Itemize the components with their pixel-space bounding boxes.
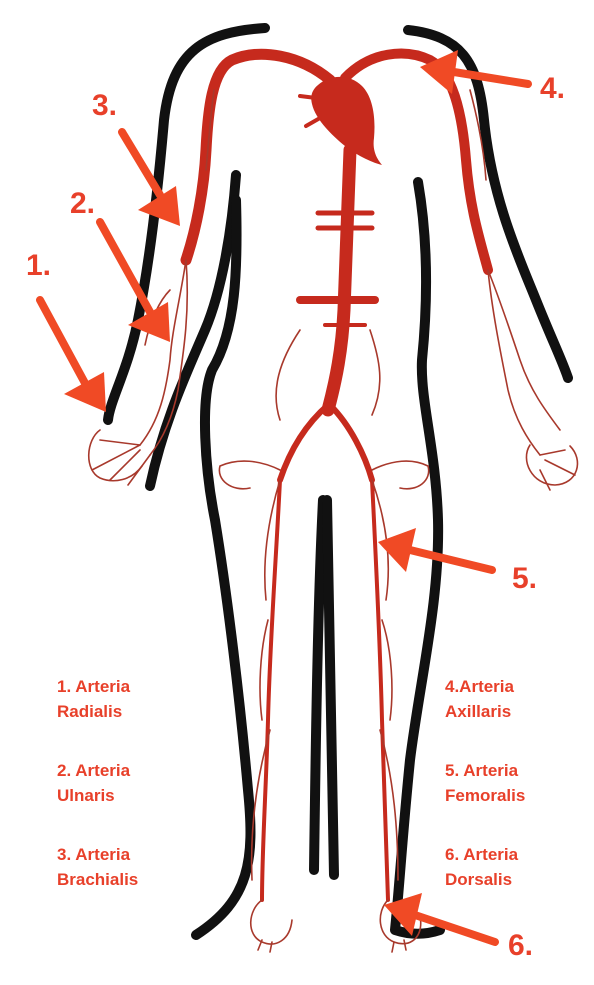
number-labels: 1. 2. 3. 4. 5. 6.	[26, 72, 565, 962]
legend-item-femoralis: 5. Arteria Femoralis	[445, 758, 594, 808]
marker-number-4: 4.	[540, 72, 565, 105]
legend-line-1: 6. Arteria	[445, 842, 594, 867]
legend-item-radialis: 1. Arteria Radialis	[57, 674, 207, 724]
arrow-1	[40, 300, 106, 412]
arrow-2	[100, 222, 170, 342]
artery-iliac-right	[330, 405, 372, 480]
pointer-arrows	[40, 50, 528, 942]
legend-line-1: 3. Arteria	[57, 842, 207, 867]
marker-number-2: 2.	[70, 187, 95, 220]
legend-line-1: 1. Arteria	[57, 674, 207, 699]
legend-line-1: 2. Arteria	[57, 758, 207, 783]
legend-line-2: Ulnaris	[57, 783, 207, 808]
legend-line-2: Brachialis	[57, 867, 207, 892]
artery-right-upper	[345, 54, 488, 270]
legend-line-1: 5. Arteria	[445, 758, 594, 783]
legend-item-brachialis: 3. Arteria Brachialis	[57, 842, 207, 892]
legend-item-ulnaris: 2. Arteria Ulnaris	[57, 758, 207, 808]
marker-number-5: 5.	[512, 562, 537, 595]
outline-inner-leg-2	[327, 500, 334, 875]
artery-aorta	[328, 150, 350, 410]
arrow-3	[122, 132, 180, 226]
marker-number-3: 3.	[92, 89, 117, 122]
legend-line-1: 4.Arteria	[445, 674, 594, 699]
right-hand-outline	[526, 445, 577, 485]
legend-line-2: Axillaris	[445, 699, 594, 724]
artery-iliac-left	[280, 405, 328, 480]
legend-line-2: Femoralis	[445, 783, 594, 808]
marker-number-1: 1.	[26, 249, 51, 282]
artery-left-leg	[262, 480, 280, 900]
marker-number-6: 6.	[508, 929, 533, 962]
outline-inner-leg	[314, 500, 323, 870]
legend-line-2: Radialis	[57, 699, 207, 724]
legend-item-dorsalis: 6. Arteria Dorsalis	[445, 842, 594, 892]
left-foot-outline	[251, 900, 292, 944]
outline-left-torso-leg	[196, 200, 250, 935]
legend-line-2: Dorsalis	[445, 867, 594, 892]
legend-item-axillaris: 4.Arteria Axillaris	[445, 674, 594, 724]
